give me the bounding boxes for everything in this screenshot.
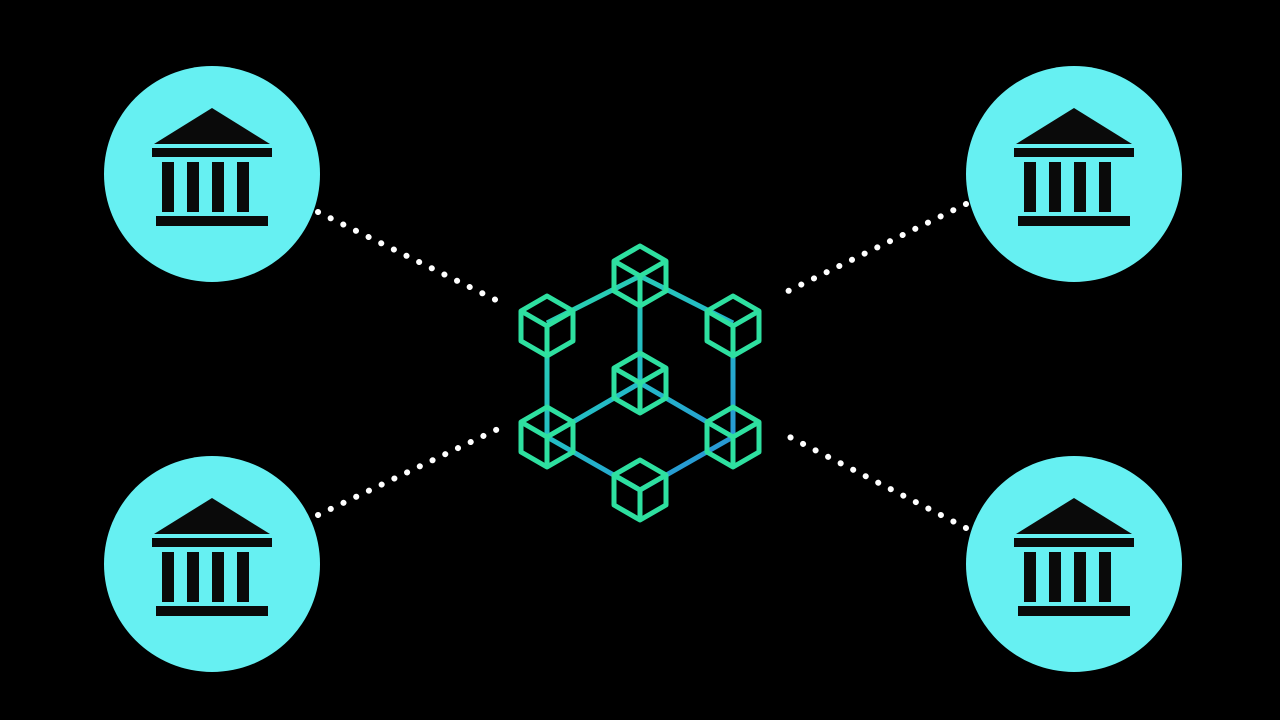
cube-icon: [614, 353, 666, 413]
connector-top-right: [777, 201, 969, 298]
bank-icon: [152, 108, 272, 226]
bank-node-bottom-left: [104, 456, 320, 672]
cube-icon: [707, 296, 759, 356]
connector-bottom-left: [315, 425, 503, 518]
blockchain-network-icon: [521, 246, 759, 520]
connector-top-left: [315, 209, 503, 305]
cube-icon: [521, 407, 573, 467]
cube-icon: [521, 296, 573, 356]
bank-node-top-right: [966, 66, 1182, 282]
bank-icon: [1014, 108, 1134, 226]
hub-cubes: [521, 246, 759, 520]
connector-bottom-right: [777, 429, 969, 531]
cube-icon: [614, 246, 666, 306]
bank-node-bottom-right: [966, 456, 1182, 672]
connectors: [315, 201, 969, 531]
bank-node-top-left: [104, 66, 320, 282]
bank-icon: [1014, 498, 1134, 616]
cube-icon: [707, 407, 759, 467]
bank-icon: [152, 498, 272, 616]
cube-icon: [614, 460, 666, 520]
